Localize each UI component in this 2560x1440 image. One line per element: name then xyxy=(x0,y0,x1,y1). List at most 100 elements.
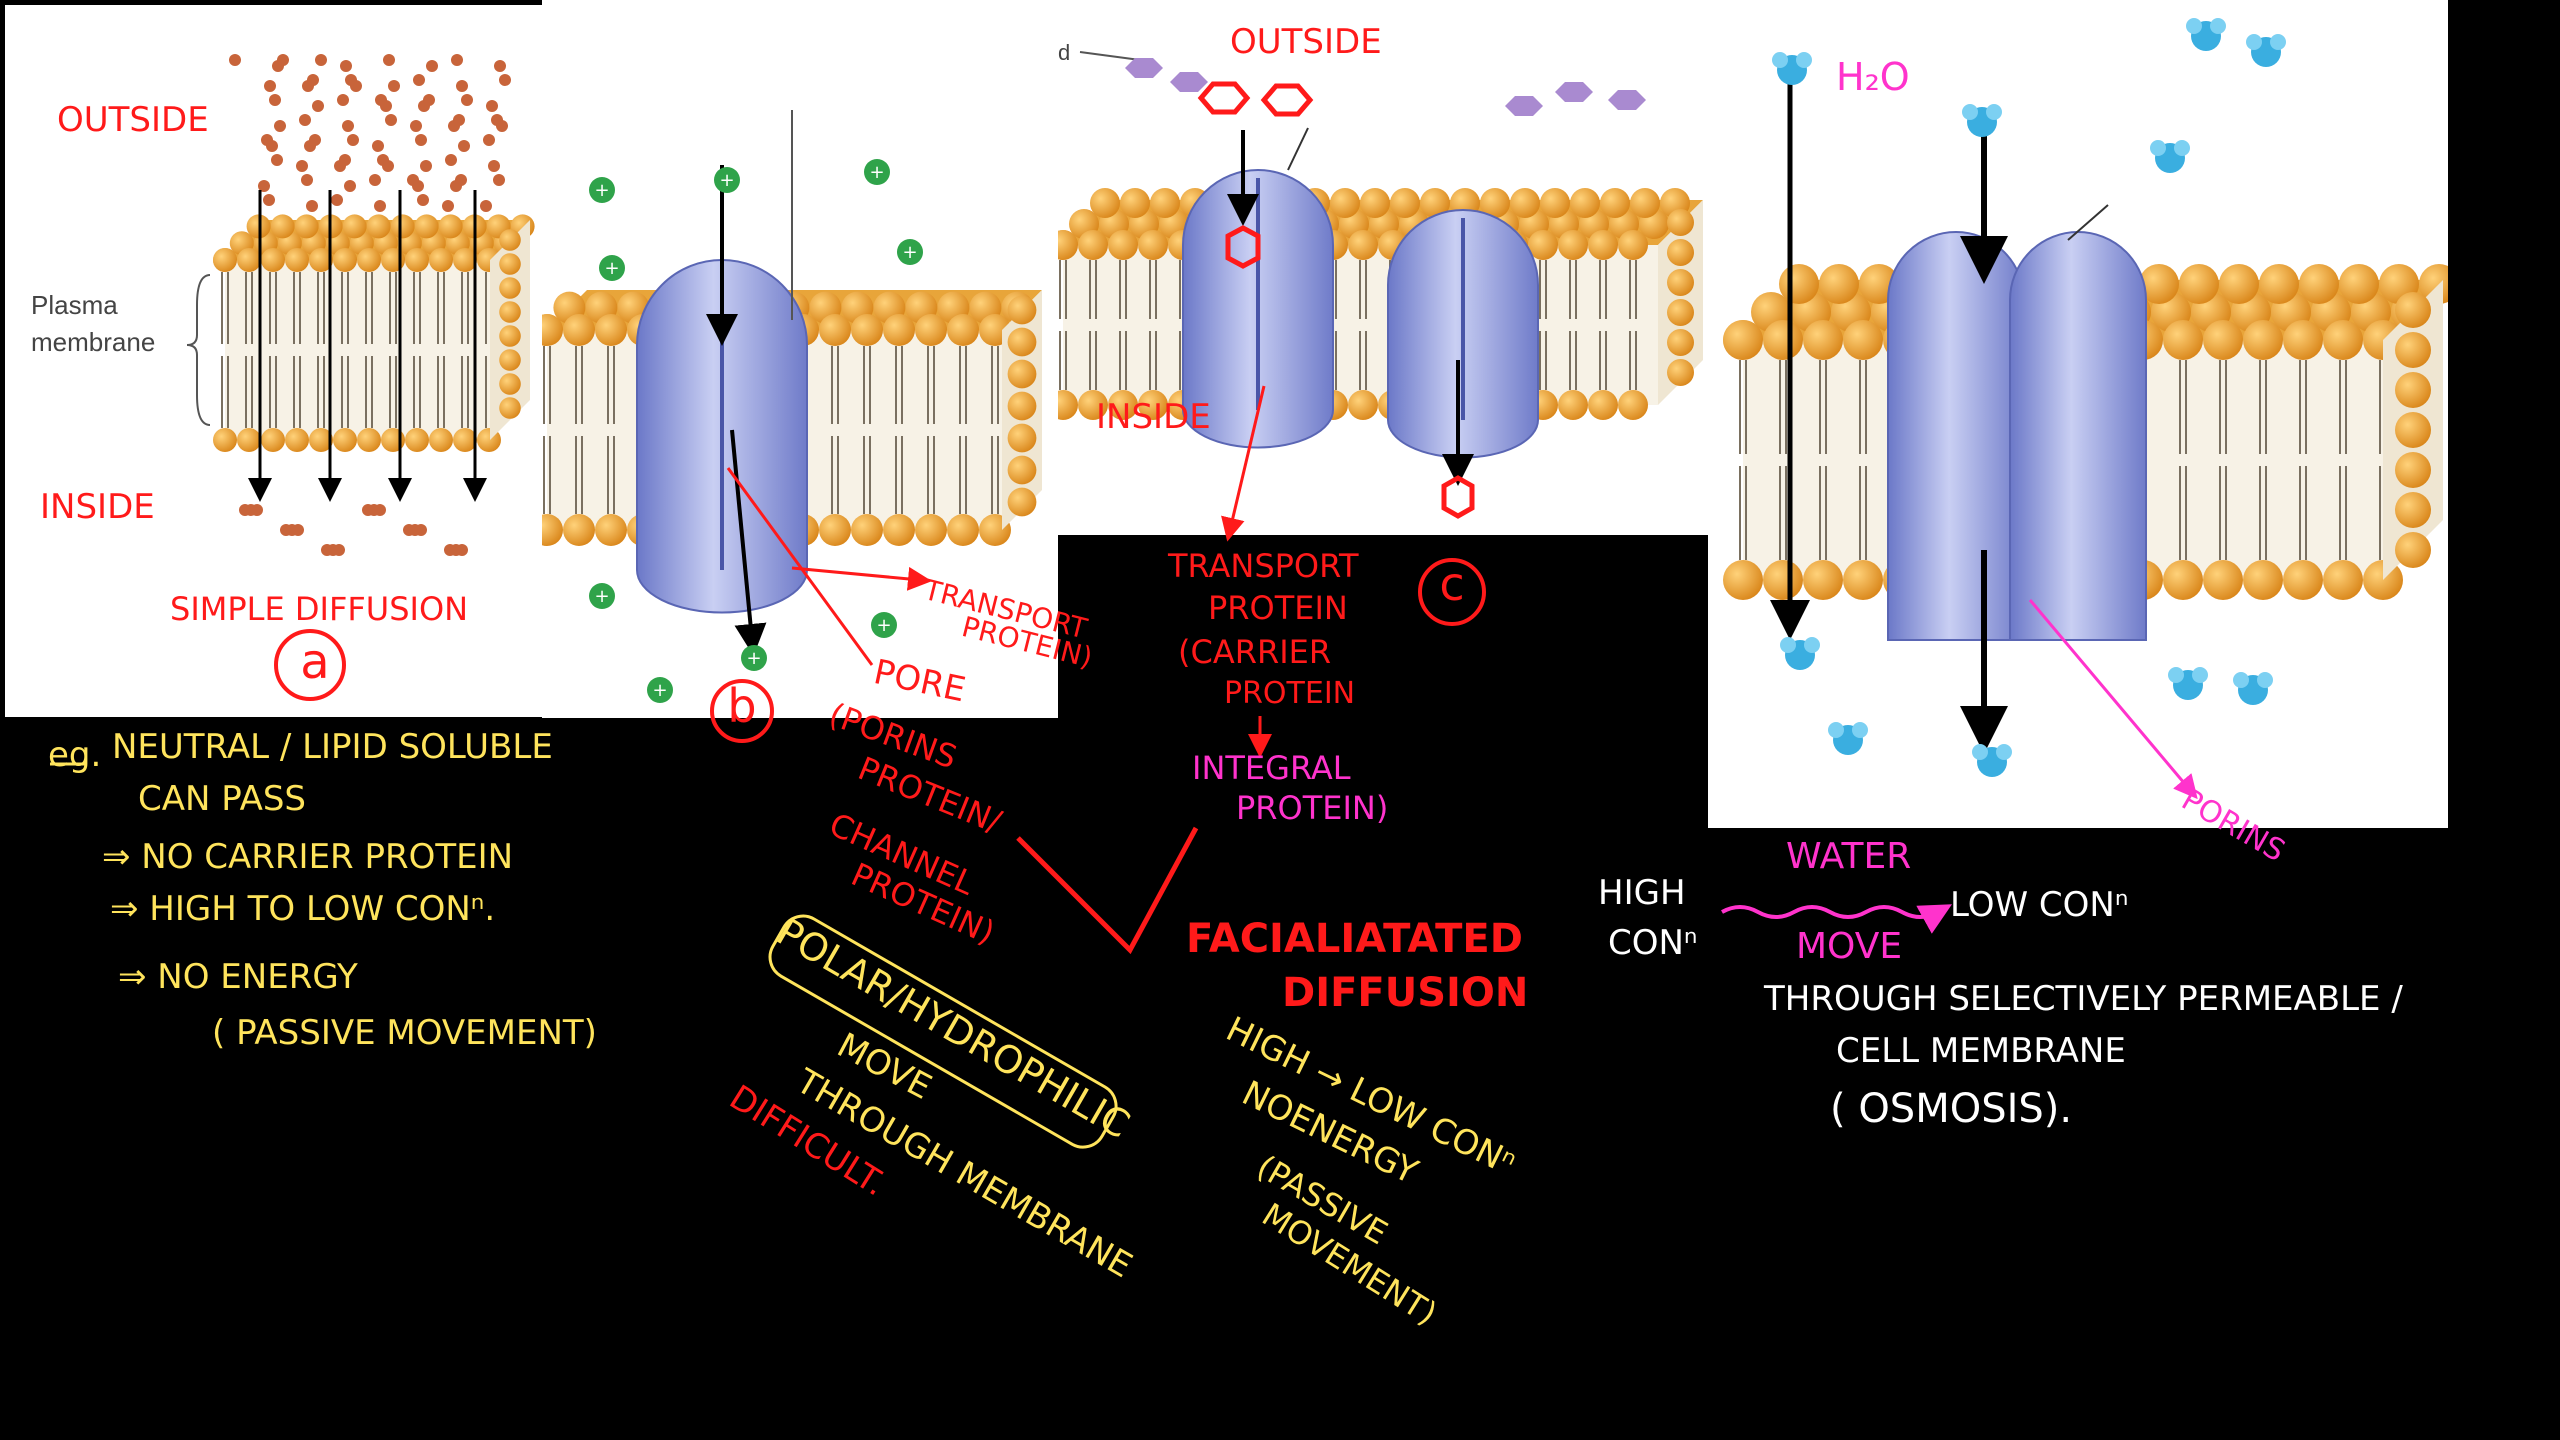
lipid-head xyxy=(237,428,261,452)
lipid-head xyxy=(1058,390,1078,420)
lipid-head xyxy=(453,428,477,452)
lipid-head xyxy=(851,314,883,346)
lipid-head xyxy=(2163,560,2203,600)
solute-molecule xyxy=(486,100,498,112)
solute-molecule xyxy=(258,180,270,192)
letter-c-label: c xyxy=(1439,557,1465,611)
membrane-bilayer xyxy=(213,214,535,452)
lipid-head xyxy=(438,214,463,239)
note-high-to-low: ⇒ HIGH TO LOW CONⁿ. xyxy=(110,889,496,929)
cell-membrane-label: CELL MEMBRANE xyxy=(1836,1031,2126,1071)
lipid-head xyxy=(285,428,309,452)
lipid-head xyxy=(2243,320,2283,360)
lipid-head xyxy=(1540,188,1570,218)
red-hexagon-outline xyxy=(1441,475,1475,519)
lipid-head xyxy=(1058,230,1078,260)
lipid-head xyxy=(213,428,237,452)
solute-molecule xyxy=(415,524,427,536)
lipid-head xyxy=(1600,188,1630,218)
lipid-head xyxy=(947,314,979,346)
lipid-head xyxy=(309,248,333,272)
solute-molecule xyxy=(426,60,438,72)
lipid-head xyxy=(883,314,915,346)
plus-sign: + xyxy=(746,648,761,669)
outside-label-c: OUTSIDE xyxy=(1230,22,1382,62)
lipid-head xyxy=(333,248,357,272)
solute-molecule xyxy=(340,60,352,72)
lipid-head xyxy=(851,514,883,546)
solute-molecule xyxy=(412,180,424,192)
solute-molecule xyxy=(483,134,495,146)
porins-pointer xyxy=(2028,599,2198,800)
solute-molecule xyxy=(344,180,356,192)
lipid-head xyxy=(542,514,563,546)
lipid-head xyxy=(309,428,333,452)
lipid-head xyxy=(915,314,947,346)
ion-molecule xyxy=(589,177,615,203)
carrier-protein-label-1: (CARRIER xyxy=(1178,633,1332,671)
lipid-head xyxy=(1150,188,1180,218)
solute-molecule xyxy=(415,134,427,146)
selectively-permeable-label: THROUGH SELECTIVELY PERMEABLE / xyxy=(1764,979,2403,1019)
water-molecule-h xyxy=(2210,18,2226,34)
solute-molecule xyxy=(337,94,349,106)
lipid-head xyxy=(883,514,915,546)
note-passive-movement: ( PASSIVE MOVEMENT) xyxy=(212,1013,597,1053)
lipid-head xyxy=(390,214,415,239)
solute-molecule xyxy=(374,504,386,516)
lipid-head xyxy=(2163,320,2203,360)
solute-molecule xyxy=(496,120,508,132)
solute-molecule xyxy=(263,194,275,206)
lipid-head xyxy=(1667,359,1694,386)
ion-molecule xyxy=(871,612,897,638)
plus-sign: + xyxy=(719,170,734,191)
solute-molecule xyxy=(410,120,422,132)
solute-molecule xyxy=(456,80,468,92)
lipid-head xyxy=(2395,532,2431,568)
solute-molecule xyxy=(453,114,465,126)
lipid-head xyxy=(2395,372,2431,408)
panel-carrier-protein: d OUTSIDE INSIDE xyxy=(1058,0,1708,535)
lipid-head xyxy=(499,277,521,299)
solute-molecule xyxy=(307,74,319,86)
polar-hydrophilic-outline xyxy=(768,914,1118,1149)
integral-protein-label-1: INTEGRAL xyxy=(1192,749,1351,787)
water-molecule-h xyxy=(2168,667,2184,683)
inside-label-a: INSIDE xyxy=(40,487,155,527)
solute-molecule xyxy=(299,114,311,126)
plus-sign: + xyxy=(594,586,609,607)
ion-molecule xyxy=(864,159,890,185)
lipid-head xyxy=(1007,359,1037,389)
carrier-protein-open-in xyxy=(1387,209,1539,459)
lipid-head xyxy=(1078,390,1108,420)
solute-molecule xyxy=(388,80,400,92)
circle-b xyxy=(710,679,774,743)
label-leader xyxy=(1287,127,1309,171)
lipid-head xyxy=(1420,188,1450,218)
solute-molecule xyxy=(383,54,395,66)
solute-molecule xyxy=(315,54,327,66)
lipid-head xyxy=(453,248,477,272)
letter-b-label: b xyxy=(727,679,757,733)
solute-molecule xyxy=(499,74,511,86)
lipid-head xyxy=(1667,329,1694,356)
red-hexagon-outline xyxy=(1225,225,1261,269)
solute-molecule xyxy=(488,160,500,172)
lipid-head xyxy=(1843,320,1883,360)
lipid-head xyxy=(2243,560,2283,600)
lipid-head xyxy=(499,325,521,347)
osmosis-label: ( OSMOSIS). xyxy=(1830,1086,2073,1132)
lipid-head xyxy=(270,214,295,239)
membrane-brace xyxy=(186,274,211,426)
transport-protein-label-c2: PROTEIN xyxy=(1208,589,1348,627)
lipid-head xyxy=(1330,188,1360,218)
d-leader xyxy=(1079,51,1141,61)
label-leader xyxy=(2067,204,2109,241)
solute-molecule xyxy=(296,160,308,172)
lipid-head xyxy=(1763,320,1803,360)
ion-molecule xyxy=(589,583,615,609)
high-label: HIGH xyxy=(1598,873,1686,913)
lipid-head xyxy=(1510,188,1540,218)
lipid-head xyxy=(2283,560,2323,600)
lipid-head xyxy=(2395,412,2431,448)
